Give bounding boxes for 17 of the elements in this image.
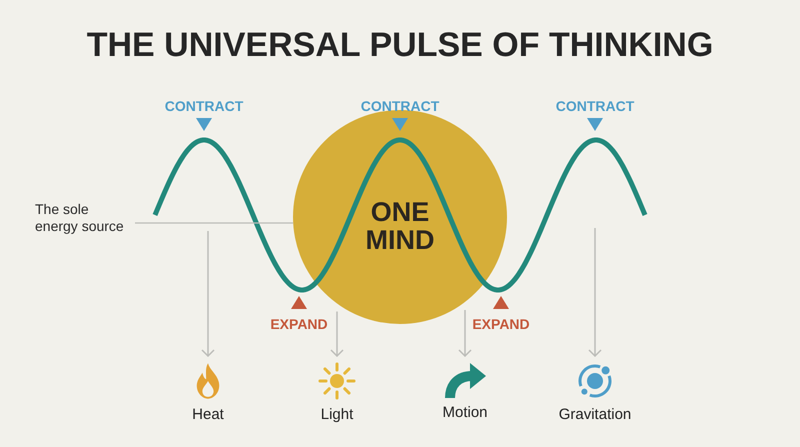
node-label: ONE MIND [364,198,436,254]
phase-label: CONTRACT [556,98,634,114]
phase-label: EXPAND [270,316,328,332]
phase-label: CONTRACT [360,98,440,114]
annotation-text: The sole energy source [35,201,125,235]
node-label: Motion [442,404,488,422]
arrow [588,228,602,357]
diagram-title: THE UNIVERSAL PULSE OF THINKING [86,25,714,65]
phase-label: EXPAND [472,316,530,332]
node-label: Gravitation [558,406,632,424]
leader-line [135,222,294,224]
arrow [330,312,344,357]
arrow [201,231,215,357]
node-label: Light [320,406,354,424]
phase-label: CONTRACT [164,98,244,114]
arrow [458,310,472,357]
node-label: Heat [192,406,224,424]
